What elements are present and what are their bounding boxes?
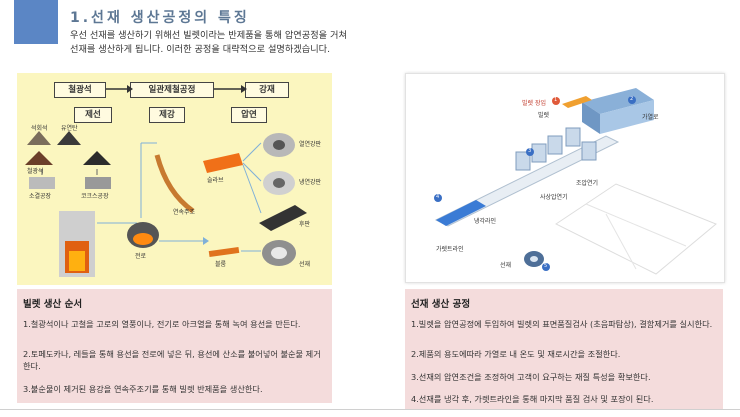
label-coal: 유연탄 xyxy=(61,125,78,132)
intro-text: 우선 선재를 생산하기 위해선 빌렛이라는 반제품을 통해 압연공정을 거쳐 선… xyxy=(70,29,347,57)
billet-step: 2.토페도카나, 레들을 통해 용선을 전로에 넣은 뒤, 용선에 산소를 불어… xyxy=(23,349,321,371)
label-billet: 빌렛 xyxy=(538,112,550,119)
label-steelmaking: 제강 xyxy=(149,107,185,123)
label-integrated-process: 일관제철공정 xyxy=(130,82,214,98)
intro-line: 선재를 생산하게 됩니다. 이러한 공정을 대략적으로 설명하겠습니다. xyxy=(70,44,331,55)
label-finishing-mill: 사상압연기 xyxy=(540,194,568,201)
footer-divider xyxy=(0,409,740,410)
marker-4: 4 xyxy=(436,194,440,200)
wire-rod-process-box: 선재 생산 공정 1.빌렛을 압연공정에 투입하여 빌렛의 표면품질검사 (초음… xyxy=(405,289,723,409)
label-plate: 후판 xyxy=(299,221,311,228)
billet-heading: 빌렛 생산 순서 xyxy=(23,299,83,310)
rolling-line-drawing xyxy=(434,88,717,275)
intro-line: 우선 선재를 생산하기 위해선 빌렛이라는 반제품을 통해 압연공정을 거쳐 xyxy=(70,30,347,41)
marker-3: 3 xyxy=(528,148,532,154)
wire-rod-step: 3.선재의 압연조건을 조정하여 고객이 요구하는 재질 특성을 확보한다. xyxy=(411,372,651,382)
label-limestone: 석회석 xyxy=(31,125,48,132)
marker-1: 1 xyxy=(554,97,558,103)
wire-rod-heading: 선재 생산 공정 xyxy=(411,299,471,310)
marker-5: 5 xyxy=(544,263,548,269)
label-sinter-plant: 소결공장 xyxy=(29,193,52,200)
label-slab: 슬라브 xyxy=(207,177,224,184)
billet-production-box: 빌렛 생산 순서 1.철광석이나 고철을 고로의 열풍이나, 전기로 아크열을 … xyxy=(17,289,332,403)
label-iron-ore: 철광석 xyxy=(54,82,106,98)
billet-step: 3.불순물이 제거된 용강을 연속주조기를 통해 빌렛 반제품을 생산한다. xyxy=(23,384,263,394)
steel-process-diagram: 철광석 일관제철공정 강재 xyxy=(17,73,332,285)
marker-2: 2 xyxy=(630,96,634,102)
label-garret-line: 가렛트라인 xyxy=(436,246,464,253)
label-ore: 철광석 xyxy=(27,168,44,175)
label-hot-rolled: 열연강판 xyxy=(299,141,322,148)
label-steel-product: 강재 xyxy=(245,82,289,98)
label-cold-rolled: 냉연강판 xyxy=(299,179,322,186)
label-rolling: 압연 xyxy=(231,107,267,123)
label-coke-plant: 코크스공장 xyxy=(81,193,109,200)
label-roughing-mill: 조압연기 xyxy=(576,180,599,187)
corner-accent xyxy=(14,0,58,44)
label-wire-rod: 선재 xyxy=(299,261,311,268)
label-bloom: 블룸 xyxy=(215,261,227,268)
wire-rod-line-diagram: 빌렛 장입 빌렛 가열로 조압연기 사상압연기 냉각라인 가렛트라인 선재 1 … xyxy=(405,73,725,283)
label-continuous-casting: 연속주조 xyxy=(173,209,196,216)
wire-rod-step: 1.빌렛을 압연공정에 투입하여 빌렛의 표면품질검사 (초음파탐상), 결함제… xyxy=(411,319,713,329)
label-converter: 전로 xyxy=(135,253,147,260)
wire-rod-step: 4.선재를 냉각 후, 가렛트라인을 통해 마지막 품질 검사 및 포장이 된다… xyxy=(411,394,654,404)
label-billet-charging: 빌렛 장입 xyxy=(522,100,546,107)
wire-rod-step: 2.제품의 용도에따라 가열로 내 온도 및 재로시간을 조절한다. xyxy=(411,349,621,359)
process-arrows xyxy=(25,85,307,277)
label-ironmaking: 제선 xyxy=(74,107,112,123)
label-wire-rod-coil: 선재 xyxy=(500,262,512,269)
billet-step: 1.철광석이나 고철을 고로의 열풍이나, 전기로 아크열을 통해 녹여 용선을… xyxy=(23,319,301,329)
label-reheating-furnace: 가열로 xyxy=(642,114,659,121)
page-title: 1.선재 생산공정의 특징 xyxy=(70,10,250,26)
label-cooling-line: 냉각라인 xyxy=(474,218,497,225)
